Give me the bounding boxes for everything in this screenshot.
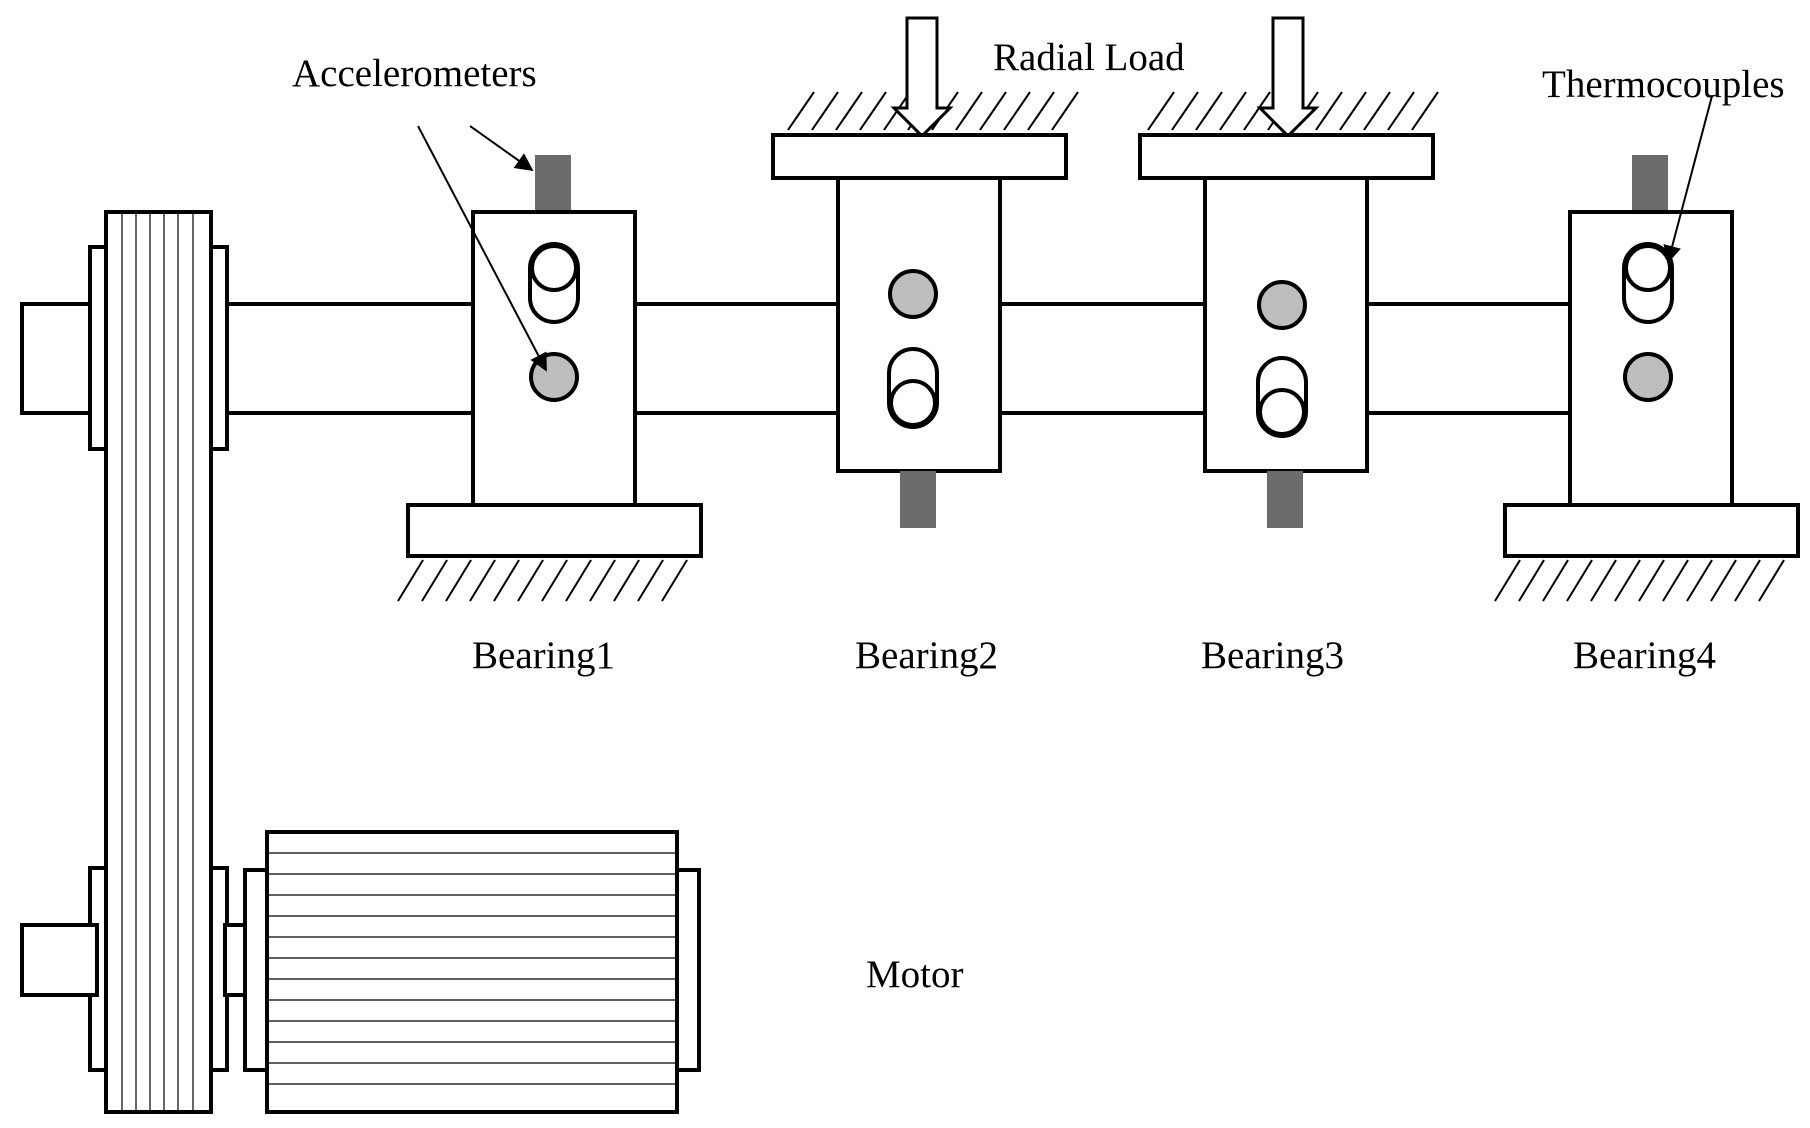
bearing1-thermocouple bbox=[530, 244, 578, 292]
shaft-left-stub bbox=[20, 302, 99, 415]
bearing3-sensor bbox=[1257, 280, 1307, 330]
bearing2-sensor bbox=[888, 269, 938, 319]
bearing4-ground-hatch bbox=[1494, 559, 1785, 602]
radial-load-label: Radial Load bbox=[993, 36, 1185, 79]
bearing3-accelerometer bbox=[1267, 471, 1303, 528]
thermocouples-pointer bbox=[1663, 95, 1713, 264]
bearing3-label: Bearing3 bbox=[1201, 634, 1344, 677]
motor-fins bbox=[267, 852, 677, 1085]
bearing2-load-arrow bbox=[890, 16, 954, 139]
bearing2-accelerometer bbox=[900, 471, 936, 528]
bearing1 bbox=[397, 155, 703, 602]
belt-stripes bbox=[121, 212, 194, 1112]
bearing4 bbox=[1494, 155, 1800, 602]
bearing3-thermocouple bbox=[1258, 388, 1306, 436]
motor-label: Motor bbox=[866, 953, 964, 996]
bearing2-label: Bearing2 bbox=[855, 634, 998, 677]
bearing2-load-plate bbox=[771, 133, 1068, 180]
bearing4-accelerometer bbox=[1632, 155, 1668, 213]
accelerometers-pointer-to-sensor bbox=[417, 125, 547, 372]
bearing4-sensor bbox=[1623, 352, 1673, 402]
bearing3 bbox=[1138, 16, 1439, 528]
bearing4-label: Bearing4 bbox=[1573, 634, 1716, 677]
thermocouples-label: Thermocouples bbox=[1542, 63, 1785, 106]
bearing3-load-plate bbox=[1138, 133, 1435, 180]
bearing4-thermocouple bbox=[1624, 244, 1672, 292]
accelerometers-label: Accelerometers bbox=[292, 52, 537, 95]
bearing3-load-hatch bbox=[1147, 91, 1439, 131]
bearing1-sensor bbox=[529, 352, 579, 402]
bearing2 bbox=[771, 16, 1079, 528]
bearing1-ground-hatch bbox=[397, 559, 688, 602]
accelerometers-pointer-to-stud bbox=[469, 125, 534, 172]
bearing1-label: Bearing1 bbox=[472, 634, 615, 677]
bearing4-base bbox=[1503, 503, 1800, 558]
bearing2-thermocouple bbox=[889, 379, 937, 427]
bearing1-accelerometer bbox=[535, 155, 571, 213]
motor-shaft-left bbox=[20, 923, 99, 997]
motor-body bbox=[265, 830, 679, 1114]
bearing1-base bbox=[406, 503, 703, 558]
bearing3-load-arrow bbox=[1256, 16, 1320, 139]
